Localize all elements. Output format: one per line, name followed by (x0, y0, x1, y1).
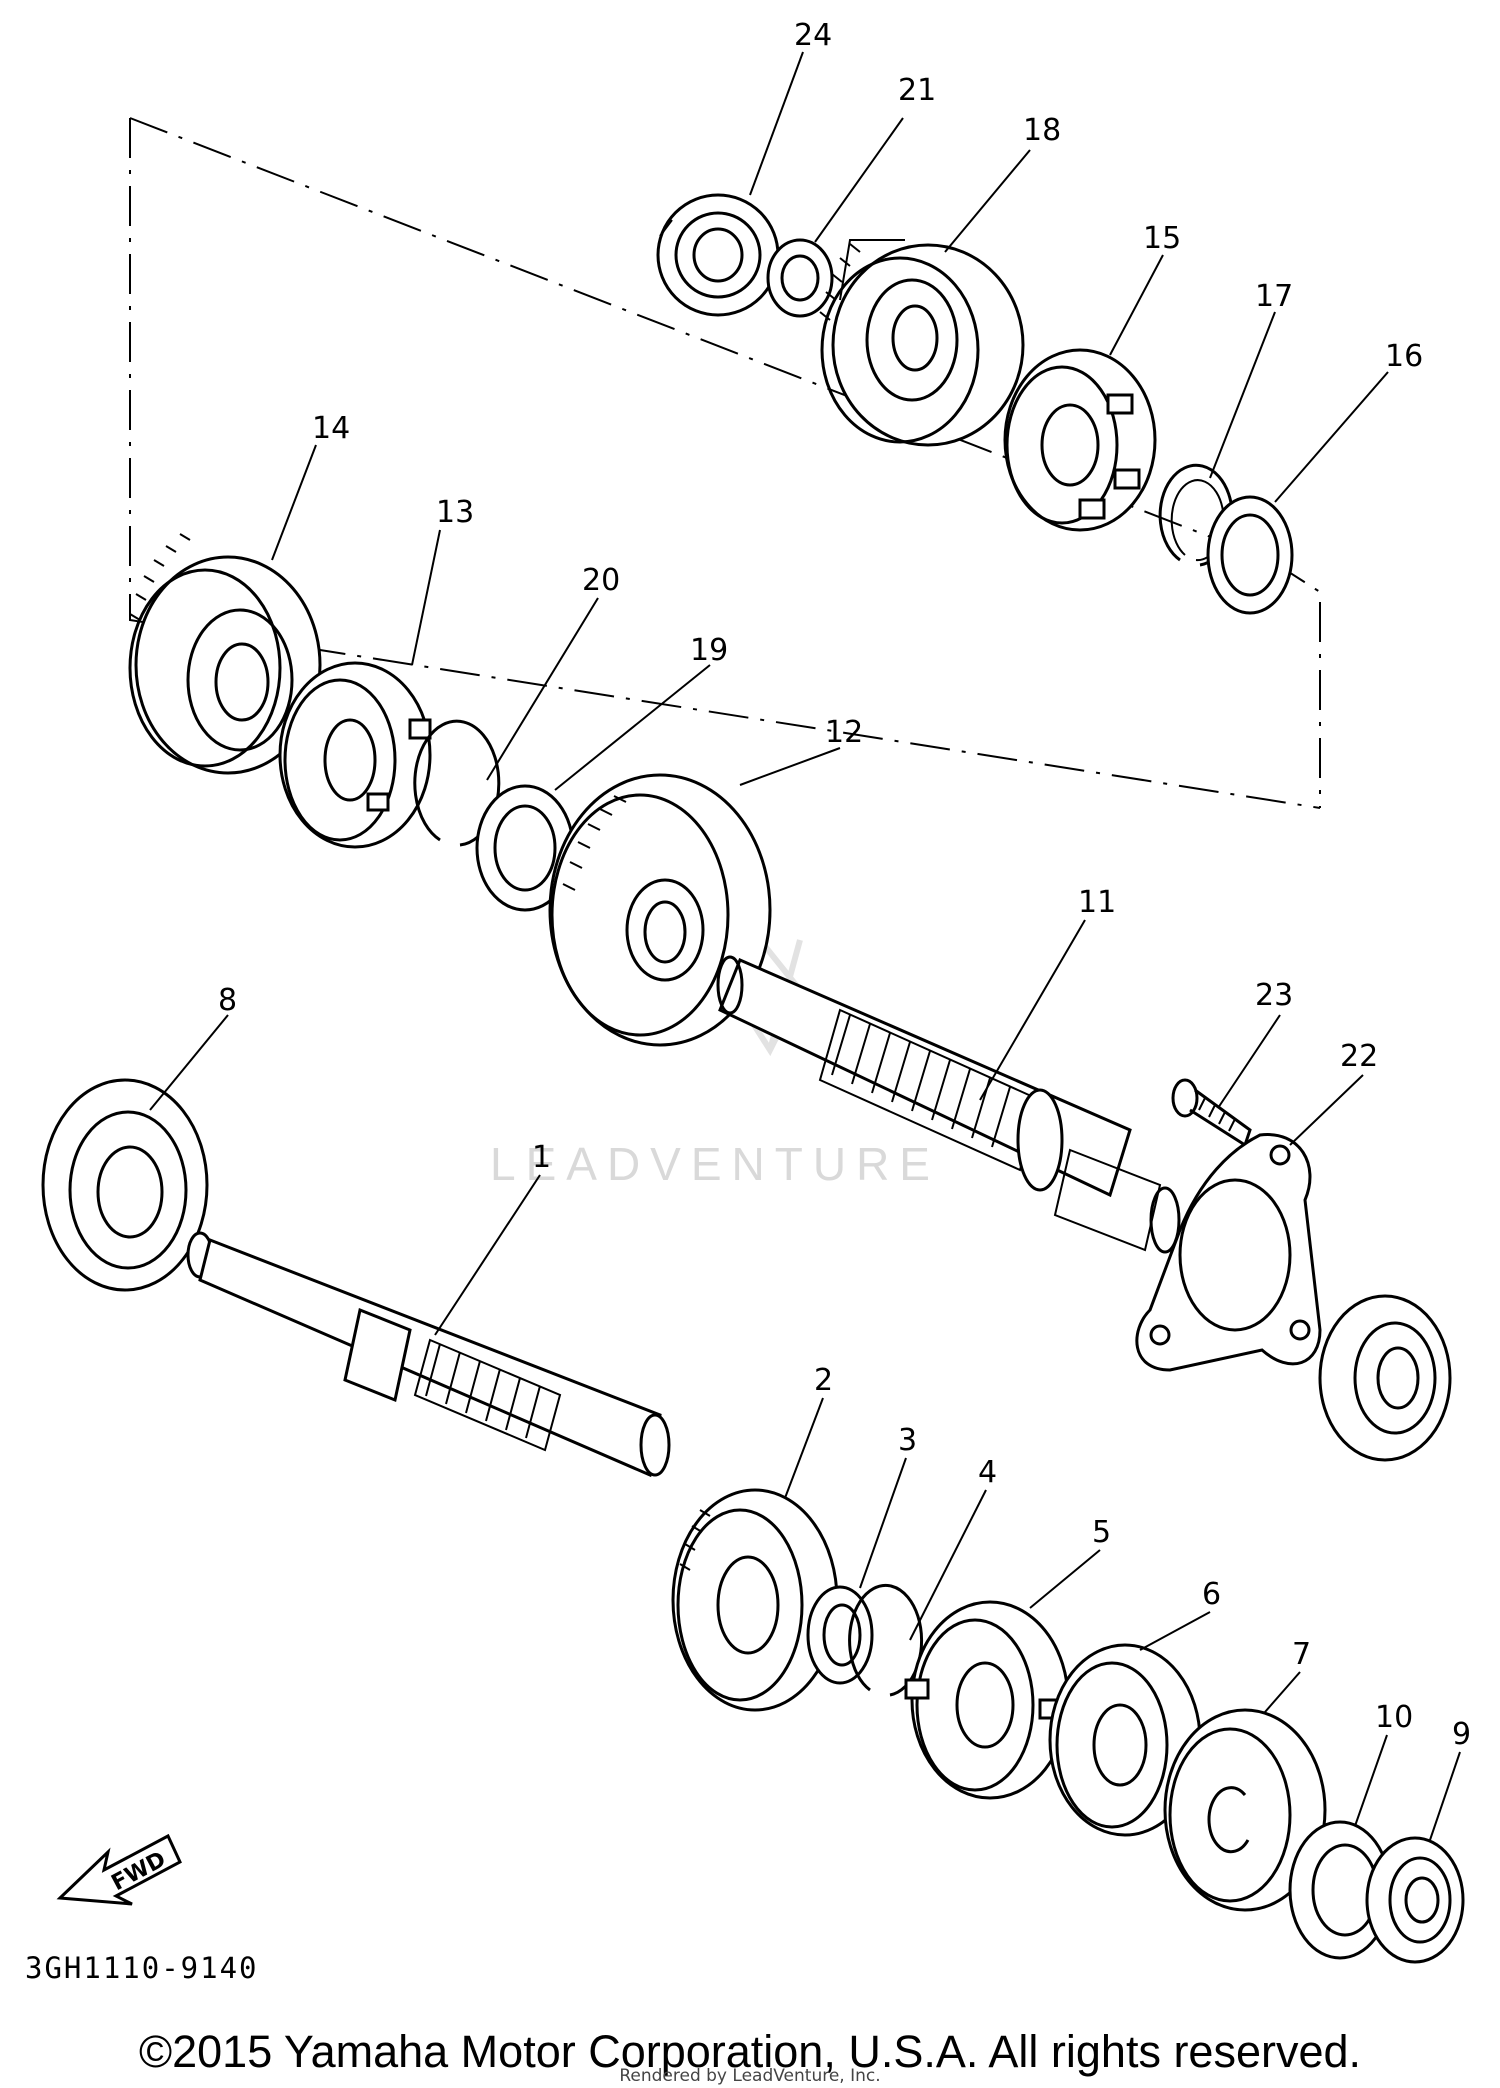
part-2-gear (671, 1488, 839, 1712)
callout-10: 10 (1375, 1700, 1413, 1735)
part-23-screw (1171, 1078, 1252, 1148)
callout-23: 23 (1255, 978, 1293, 1013)
part-7-gear (1163, 1708, 1327, 1912)
callout-11: 11 (1078, 885, 1116, 920)
callout-22: 22 (1340, 1039, 1378, 1074)
callout-12: 12 (825, 715, 863, 750)
watermark-text: LEADVENTURE (490, 1138, 940, 1190)
rendered-by-text: Rendered by LeadVenture, Inc. (619, 2066, 881, 2086)
callout-19: 19 (690, 633, 728, 668)
part-14-gear (128, 533, 322, 775)
bearing-right (1318, 1294, 1452, 1462)
part-9-collar (1365, 1836, 1465, 1964)
part-15-gear (1003, 348, 1157, 532)
callout-4: 4 (978, 1455, 997, 1490)
part-12-gear (548, 773, 772, 1047)
callout-3: 3 (898, 1423, 917, 1458)
part-3-washer (806, 1585, 874, 1685)
part-5-gear (904, 1600, 1070, 1800)
callout-21: 21 (898, 73, 936, 108)
part-16-washer (1206, 495, 1294, 615)
part-18-gear (819, 239, 1025, 447)
copyright-text: ©2015 Yamaha Motor Corporation, U.S.A. A… (138, 2026, 1362, 2077)
callout-15: 15 (1143, 221, 1181, 256)
callout-20: 20 (582, 563, 620, 598)
callout-16: 16 (1385, 339, 1423, 374)
part-24-bearing (656, 193, 780, 317)
callout-24: 24 (794, 18, 832, 53)
callout-8: 8 (218, 983, 237, 1018)
part-22-plate (1135, 1133, 1322, 1372)
callout-2: 2 (814, 1363, 833, 1398)
assembly-boundary (129, 117, 1321, 809)
callouts: 24 21 18 15 17 16 14 13 20 19 12 11 23 2… (218, 18, 1471, 1752)
diagram-code: 3GH1110-9140 (25, 1951, 259, 1985)
callout-14: 14 (312, 411, 350, 446)
callout-5: 5 (1092, 1515, 1111, 1550)
callout-13: 13 (436, 495, 474, 530)
part-1-shaft (186, 1231, 671, 1478)
part-13-gear (278, 661, 432, 849)
leader-lines (149, 51, 1461, 1841)
part-21-washer (766, 238, 834, 318)
callout-6: 6 (1202, 1577, 1221, 1612)
part-8-bearing (41, 1078, 209, 1292)
callout-17: 17 (1255, 279, 1293, 314)
callout-9: 9 (1452, 1717, 1471, 1752)
callout-18: 18 (1023, 113, 1061, 148)
callout-7: 7 (1292, 1637, 1311, 1672)
fwd-arrow-icon: FWD (56, 1833, 182, 1906)
part-11-shaft (716, 955, 1181, 1254)
callout-1: 1 (532, 1140, 551, 1175)
